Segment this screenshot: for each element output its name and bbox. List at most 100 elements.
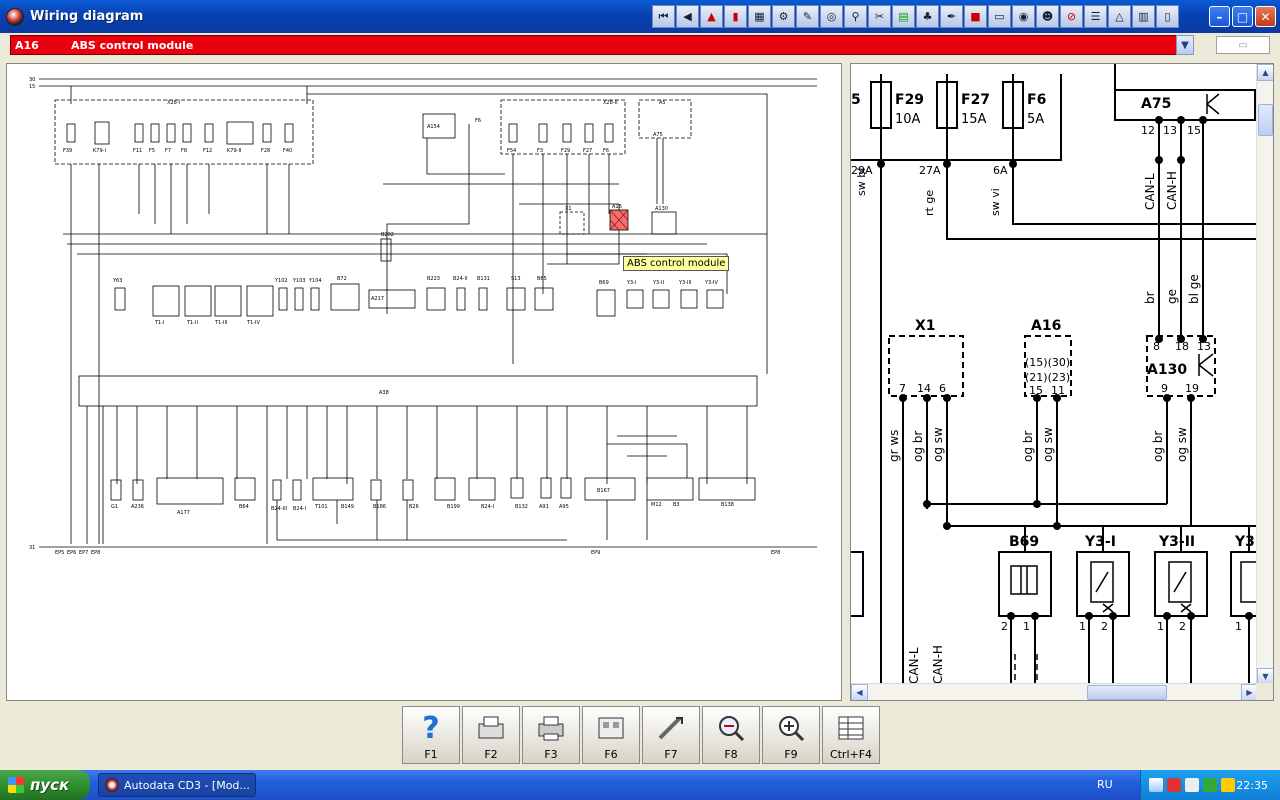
back-icon[interactable]: ◀: [676, 5, 699, 28]
svg-text:Y102: Y102: [274, 278, 288, 284]
svg-text:Y3-IV: Y3-IV: [704, 280, 719, 286]
keyboard-icon[interactable]: [1221, 778, 1235, 792]
f8-zoom-out-button[interactable]: F8: [702, 706, 760, 764]
chevron-down-icon[interactable]: ▼: [1176, 35, 1194, 55]
fuse-label: F27: [961, 92, 991, 108]
fuse-rating: 5A: [1027, 112, 1045, 127]
scroll-corner: [1256, 683, 1273, 700]
svg-text:X28-II: X28-II: [603, 100, 618, 106]
clock[interactable]: 22:35: [1236, 778, 1268, 792]
start-button[interactable]: пуск: [0, 770, 90, 800]
svg-text:B138: B138: [721, 502, 734, 508]
component-selector[interactable]: A16 ABS control module: [10, 35, 1184, 55]
wire-label: og sw: [1041, 427, 1055, 462]
a16-label: A16: [1031, 318, 1062, 334]
y3i-label: Y3-I: [1085, 534, 1116, 550]
component-tooltip: ABS control module: [623, 256, 730, 271]
first-icon[interactable]: ⏮: [652, 5, 675, 28]
face-icon[interactable]: ☻: [1036, 5, 1059, 28]
stop-icon[interactable]: ⊘: [1060, 5, 1083, 28]
wire-label: rt ge: [923, 189, 936, 216]
volume-icon[interactable]: [1185, 778, 1199, 792]
car-icon[interactable]: ■: [964, 5, 987, 28]
triangle-icon[interactable]: △: [1108, 5, 1131, 28]
svg-text:F3: F3: [537, 148, 543, 154]
list-icon[interactable]: ☰: [1084, 5, 1107, 28]
security-icon[interactable]: [1203, 778, 1217, 792]
zoom-diagram-panel[interactable]: 5 F29 10A F27 15A F6 5A 29A 27A 6A sw bl…: [850, 63, 1274, 701]
circle-icon[interactable]: ◎: [820, 5, 843, 28]
svg-text:F6: F6: [603, 148, 609, 154]
zoom-out-icon: [714, 712, 748, 744]
tools-icon[interactable]: ✂: [868, 5, 891, 28]
wire-label: og sw: [1175, 427, 1189, 462]
wrench-icon[interactable]: ✎: [796, 5, 819, 28]
pin-label: 1: [1235, 620, 1242, 633]
flag-icon[interactable]: ▮: [724, 5, 747, 28]
svg-text:F40: F40: [283, 148, 292, 154]
scroll-up-icon[interactable]: ▲: [1257, 64, 1273, 81]
wire-label: CAN-L: [1143, 173, 1157, 210]
wire-label: og br: [1021, 430, 1035, 462]
svg-text:EP9: EP9: [591, 550, 600, 556]
ctrl-f4-table-button[interactable]: Ctrl+F4: [822, 706, 880, 764]
svg-text:F39: F39: [63, 148, 72, 154]
f1-help-button[interactable]: ? F1: [402, 706, 460, 764]
svg-text:F5: F5: [149, 148, 155, 154]
function-key-bar: ? F1 F2 F3 F6 F7 F8 F9 Ctrl+F4: [402, 706, 880, 764]
x1-pin: 7: [899, 382, 906, 395]
battery-icon[interactable]: ▥: [1132, 5, 1155, 28]
maximize-button[interactable]: □: [1232, 6, 1253, 27]
gear-icon[interactable]: ⚙: [772, 5, 795, 28]
taskbar-item-autodata[interactable]: Autodata CD3 - [Mod...: [98, 773, 256, 797]
svg-text:X28-I: X28-I: [167, 100, 180, 106]
language-indicator[interactable]: RU: [1097, 778, 1113, 791]
filter-icon[interactable]: ⚲: [844, 5, 867, 28]
pen-icon[interactable]: ✒: [940, 5, 963, 28]
grid-icon[interactable]: ▤: [892, 5, 915, 28]
fuse-pin: 6A: [993, 164, 1008, 177]
zoom-in-icon: [774, 712, 808, 744]
fuse-label: F6: [1027, 92, 1047, 108]
wire-label: CAN-H: [1165, 171, 1179, 210]
f7-tool-button[interactable]: F7: [642, 706, 700, 764]
svg-text:B199: B199: [447, 504, 460, 510]
a130-pin: 8: [1153, 340, 1160, 353]
svg-text:Y103: Y103: [292, 278, 306, 284]
network-icon[interactable]: [1149, 778, 1163, 792]
card-icon[interactable]: ▭: [988, 5, 1011, 28]
svg-text:M12: M12: [651, 502, 662, 508]
svg-text:EP5: EP5: [55, 550, 64, 556]
map-icon[interactable]: ▦: [748, 5, 771, 28]
wire-label: bl ge: [1187, 274, 1201, 304]
horizontal-scroll-thumb[interactable]: [1087, 685, 1167, 700]
shield-icon[interactable]: [1167, 778, 1181, 792]
warning-icon[interactable]: ▲: [700, 5, 723, 28]
fuse-rating: 15A: [961, 112, 987, 127]
f3-print-button[interactable]: F3: [522, 706, 580, 764]
a16-pin: 15: [1029, 384, 1043, 397]
windows-logo-icon: [8, 777, 24, 793]
tree-icon[interactable]: ♣: [916, 5, 939, 28]
f2-print-preview-button[interactable]: F2: [462, 706, 520, 764]
vertical-scroll-thumb[interactable]: [1258, 104, 1273, 136]
minimize-button[interactable]: –: [1209, 6, 1230, 27]
search-box[interactable]: ▭: [1216, 36, 1270, 54]
svg-text:T1-IV: T1-IV: [246, 320, 261, 326]
horizontal-scrollbar[interactable]: ◀ ▶: [851, 683, 1258, 700]
b69-label: B69: [1009, 534, 1040, 550]
scroll-left-icon[interactable]: ◀: [851, 684, 868, 700]
wire-label: og sw: [931, 427, 945, 462]
app-icon: [6, 7, 24, 26]
notes-icon[interactable]: ▯: [1156, 5, 1179, 28]
close-button[interactable]: ✕: [1255, 6, 1276, 27]
pin-label: 1: [1023, 620, 1030, 633]
vertical-scrollbar[interactable]: ▲ ▼: [1256, 64, 1273, 685]
f9-zoom-in-button[interactable]: F9: [762, 706, 820, 764]
svg-text:A91: A91: [539, 504, 549, 510]
svg-text:B202: B202: [381, 232, 394, 238]
eye-icon[interactable]: ◉: [1012, 5, 1035, 28]
pin-label: 2: [1001, 620, 1008, 633]
f6-fuse-button[interactable]: F6: [582, 706, 640, 764]
